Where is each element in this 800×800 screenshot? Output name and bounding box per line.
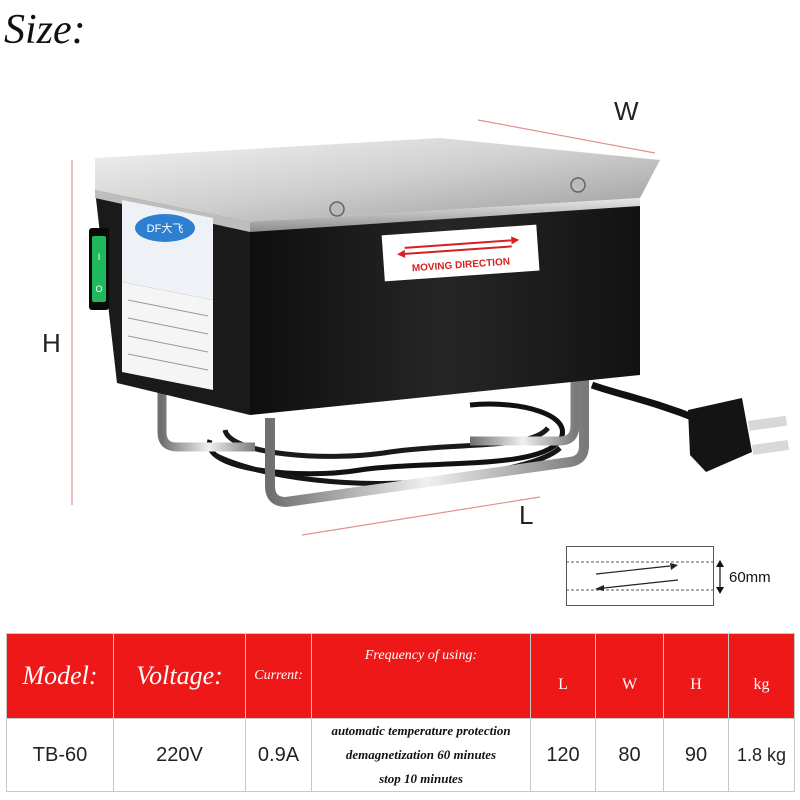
product-illustration: I O DF大飞 MOVING DIRECTION xyxy=(71,119,790,536)
rear-handle xyxy=(157,370,255,452)
table-row: TB-60 220V 0.9A automatic temperature pr… xyxy=(6,718,795,792)
width-guide-line xyxy=(477,119,656,154)
header-model: Model: xyxy=(6,633,114,719)
height-label: H xyxy=(42,328,61,358)
width-label: W xyxy=(614,96,639,126)
gap-dimension-label: 60mm xyxy=(729,569,771,586)
screw-icon xyxy=(329,201,345,217)
gap-arrow-icon xyxy=(716,560,724,594)
cell-weight: 1.8 kg xyxy=(728,718,795,792)
cell-length: 120 xyxy=(530,718,596,792)
table-header-row: Model: Voltage: Current: Frequency of us… xyxy=(6,633,795,719)
header-frequency: Frequency of using: xyxy=(311,633,531,719)
plug-icon xyxy=(688,398,790,472)
front-panel xyxy=(250,200,640,415)
header-weight: kg xyxy=(728,633,795,719)
moving-direction-badge: MOVING DIRECTION xyxy=(381,224,540,282)
model-plate xyxy=(122,282,213,390)
frequency-line: demagnetization 60 minutes xyxy=(345,747,497,762)
cell-height: 90 xyxy=(663,718,729,792)
frequency-line: stop 10 minutes xyxy=(379,771,463,786)
power-cord xyxy=(590,381,702,424)
steel-lid xyxy=(95,138,660,222)
cell-frequency: automatic temperature protection demagne… xyxy=(311,718,531,792)
header-width: W xyxy=(595,633,664,719)
header-length: L xyxy=(530,633,596,719)
frequency-line: automatic temperature protection xyxy=(331,723,511,738)
front-handle xyxy=(265,365,589,508)
page-title: Size: xyxy=(4,7,86,53)
cell-voltage: 220V xyxy=(113,718,246,792)
svg-text:I: I xyxy=(98,252,101,262)
header-height: H xyxy=(663,633,729,719)
length-guide-line xyxy=(301,496,541,536)
groove-diagram xyxy=(566,546,714,606)
cell-model: TB-60 xyxy=(6,718,114,792)
spec-table: Model: Voltage: Current: Frequency of us… xyxy=(6,633,795,792)
screw-icon xyxy=(570,177,586,193)
cell-current: 0.9A xyxy=(245,718,312,792)
cell-width: 80 xyxy=(595,718,664,792)
length-label: L xyxy=(519,500,534,530)
header-current: Current: xyxy=(245,633,312,719)
header-voltage: Voltage: xyxy=(113,633,246,719)
brand-logo: DF大飞 xyxy=(147,221,184,235)
svg-text:O: O xyxy=(95,284,102,294)
